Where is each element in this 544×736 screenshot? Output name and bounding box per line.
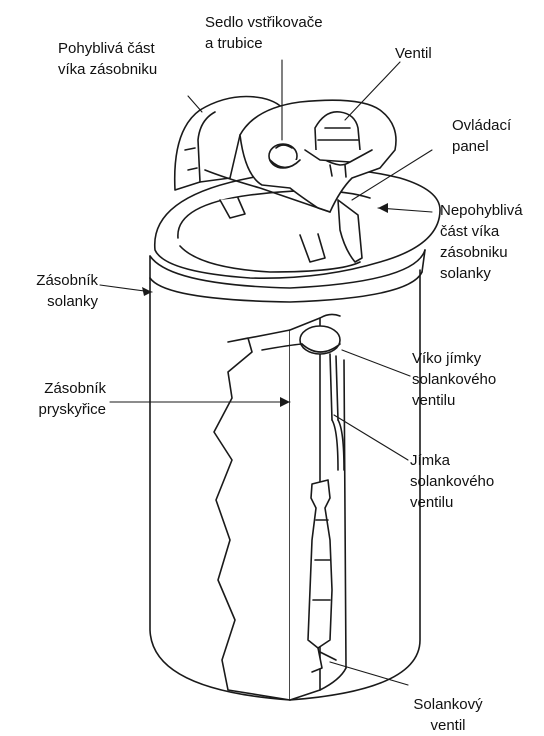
label-brine-tank: Zásobník solanky [8, 270, 98, 312]
control-panel [338, 200, 362, 262]
label-movable-lid: Pohyblivá část víka zásobniku [58, 38, 157, 80]
label-valve: Ventil [395, 43, 432, 64]
label-brine-well: Jímka solankového ventilu [410, 450, 494, 513]
brine-valve-well [330, 354, 344, 470]
label-brine-valve: Solankový ventil [408, 694, 488, 736]
label-injector-seat: Sedlo vstřikovače a trubice [205, 12, 323, 54]
label-control-panel: Ovládací panel [452, 115, 511, 157]
label-brine-well-cap: Víko jímky solankového ventilu [412, 348, 496, 411]
label-fixed-lid: Nepohyblivá část víka zásobniku solanky [440, 200, 523, 284]
label-resin-tank: Zásobník pryskyřice [8, 378, 106, 420]
